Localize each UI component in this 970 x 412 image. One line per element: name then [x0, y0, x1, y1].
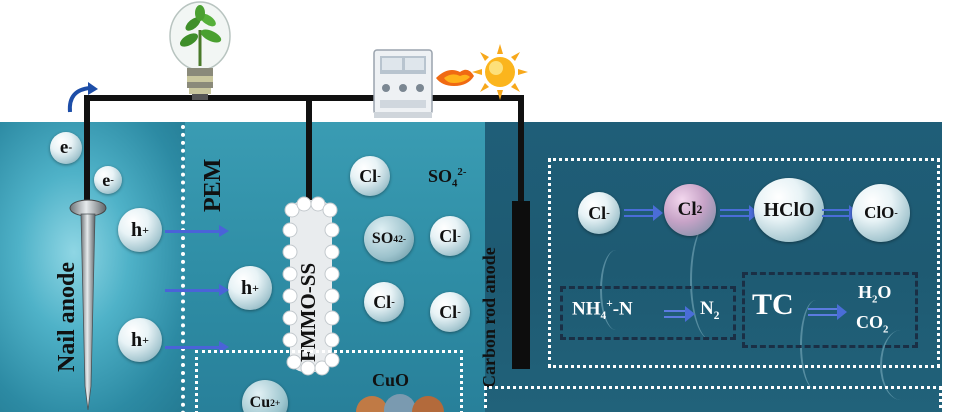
reaction-arrow	[624, 205, 663, 221]
flame-icon	[436, 69, 474, 86]
chloride-ion-bubble: Cl-	[430, 216, 470, 256]
tc-box	[742, 272, 918, 348]
cathode-lead	[306, 95, 312, 205]
water-wisp	[690, 220, 732, 340]
electron-bubble: e-	[94, 166, 122, 194]
carbon-rod-anode-label: Carbon rod anode	[479, 247, 499, 388]
carbon-dioxide-label: CO2	[856, 312, 889, 336]
pem-membrane	[181, 125, 185, 412]
nitrogen-label: N2	[700, 298, 720, 322]
sun-icon	[472, 44, 528, 100]
pem-label: PEM	[200, 158, 226, 212]
cuo-label: CuO	[372, 370, 410, 390]
chloride-ion-bubble: Cl-	[364, 282, 404, 322]
power-supply-icon	[373, 49, 433, 118]
electron-bubble: e-	[50, 132, 82, 164]
fmmo-ss-label: FMMO-SS	[296, 262, 320, 362]
reaction-arrow	[808, 304, 847, 320]
proton-bubble: h+	[118, 318, 162, 362]
proton-bubble: h+	[118, 208, 162, 252]
ammonium-label: NH4+-N	[572, 298, 633, 323]
electron-flow-arrow-icon	[67, 82, 98, 113]
page-margin	[942, 122, 970, 412]
nail-anode-lead	[84, 95, 90, 215]
reaction-arrow	[720, 205, 759, 221]
ammonia-box	[560, 286, 736, 340]
nail-anode-icon	[69, 199, 107, 411]
lightbulb-plant-icon	[169, 1, 231, 100]
reaction-arrow	[664, 306, 695, 322]
water-label: H2O	[858, 282, 892, 306]
proton-flow-arrow	[165, 284, 229, 296]
lower-region	[484, 386, 942, 412]
cathode-product-region	[195, 350, 463, 412]
cuo-particles-icon	[356, 394, 444, 412]
reaction-region	[548, 158, 940, 368]
tc-label: TC	[752, 288, 794, 321]
chloride-ion-bubble: Cl-	[430, 292, 470, 332]
hclo-bubble: HClO	[754, 178, 824, 242]
fmmo-ss-cathode-icon	[282, 196, 340, 376]
chloride-ion-bubble: Cl-	[350, 156, 390, 196]
proton-flow-arrow	[165, 225, 229, 237]
chloride-ion-bubble: Cl-	[578, 192, 620, 234]
proton-bubble: h+	[228, 266, 272, 310]
external-circuit-wire	[84, 95, 524, 101]
hypochlorite-bubble: ClO-	[852, 184, 910, 242]
reaction-arrow	[822, 205, 859, 221]
proton-flow-arrow	[165, 341, 229, 353]
nail-anode-label: Nail anode	[54, 261, 80, 372]
carbon-rod-anode	[512, 201, 530, 369]
sulfate-ion-label: SO42-	[428, 166, 467, 190]
water-wisp	[600, 250, 632, 330]
carbon-rod-lead	[518, 95, 524, 205]
